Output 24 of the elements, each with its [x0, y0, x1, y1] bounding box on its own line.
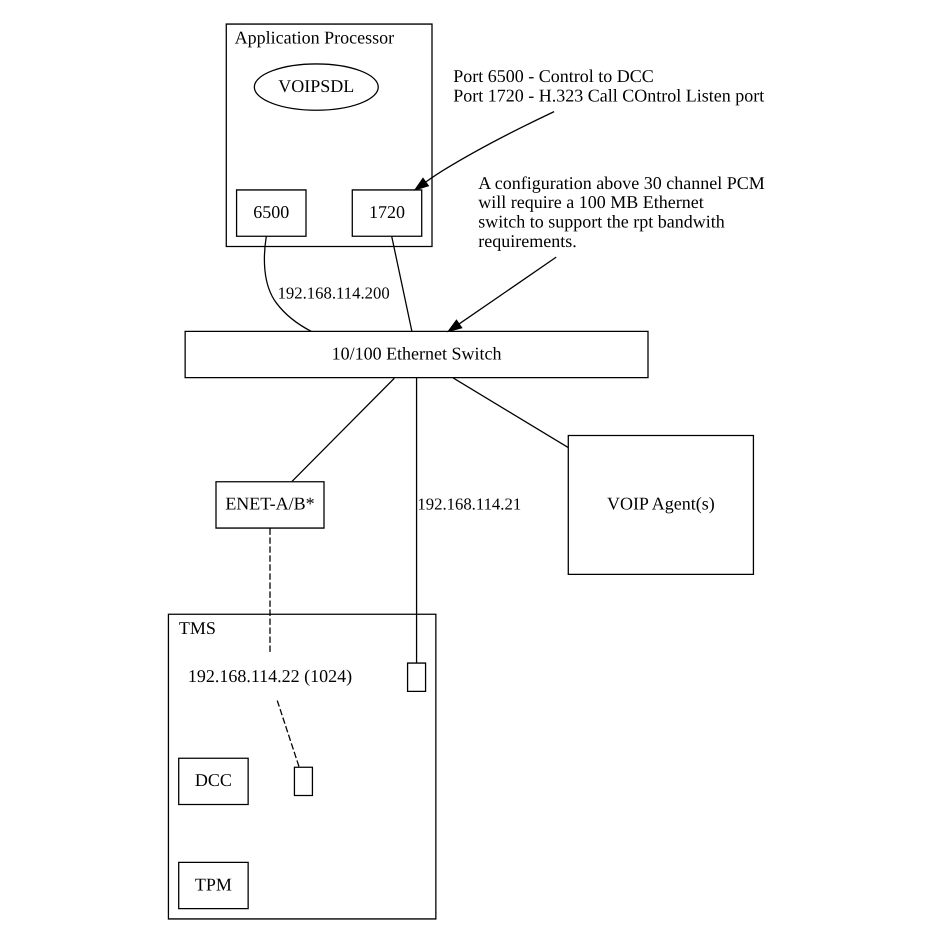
node-box: 6500: [236, 189, 307, 237]
edge-label: 192.168.114.21: [417, 494, 522, 514]
node-box: DCC: [178, 758, 249, 806]
node-box: 1720: [352, 189, 422, 237]
connector: [416, 378, 418, 663]
node-text: 192.168.114.22 (1024): [188, 666, 352, 686]
connector: [269, 528, 271, 654]
connector: [264, 236, 312, 332]
arrow: [414, 111, 554, 191]
edge-label: 192.168.114.200: [278, 283, 390, 302]
node-box: 10/100 Ethernet Switch: [184, 330, 649, 378]
connector: [391, 236, 412, 332]
node-box: [406, 662, 426, 692]
arrow: [446, 256, 557, 332]
connector: [276, 700, 300, 768]
node-text: A configuration above 30 channel PCM will require a 100 MB Ethernet switch to support the rpt bandwith requirements.: [478, 172, 765, 251]
node-box: ENET-A/B*: [215, 481, 325, 529]
node-box: VOIP Agent(s): [568, 434, 754, 575]
node-ellipse: VOIPSDL: [254, 63, 379, 111]
connector: [292, 378, 395, 482]
node-box: TPM: [178, 862, 249, 910]
node-text: Port 6500 - Control to DCC Port 1720 - H.323 Call COntrol Listen port: [453, 66, 764, 106]
node-box: [294, 766, 314, 796]
connector: [452, 377, 568, 448]
